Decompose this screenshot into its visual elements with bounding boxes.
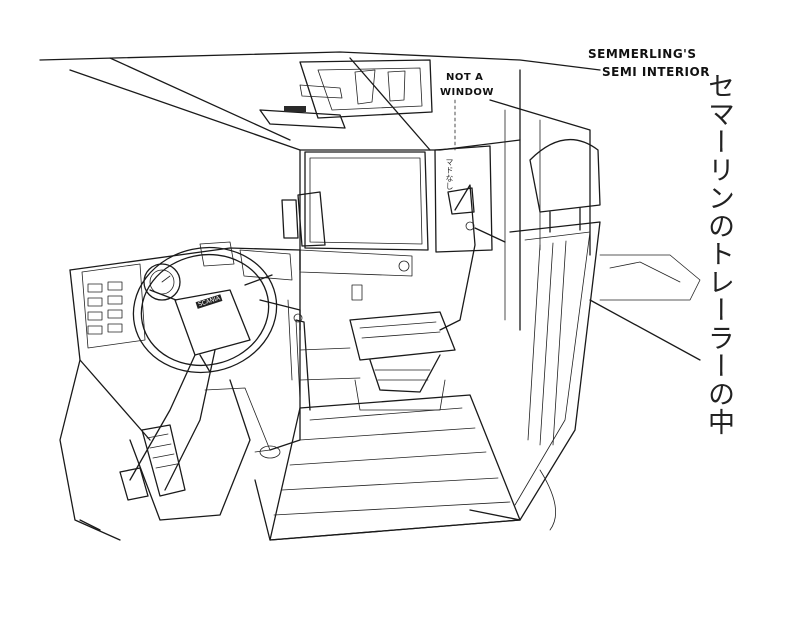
seat-icon	[254, 138, 601, 541]
note-line-1: Not a	[446, 72, 484, 83]
seat-icon	[349, 184, 476, 411]
caption-title-line-2: Semi Interior	[602, 65, 710, 79]
windshield	[281, 151, 429, 277]
caption-title-line-1: Semmerling's	[588, 47, 697, 61]
roof-frame	[39, 51, 601, 271]
steering-wheel-icon	[129, 246, 278, 491]
window-scribble: マドなし	[445, 158, 454, 190]
floor	[79, 347, 361, 531]
note-line-2: window	[440, 87, 494, 98]
lower-dash	[59, 299, 301, 541]
dashboard	[69, 241, 301, 441]
fake-window-panel	[434, 99, 493, 253]
cabin-rear-wall	[489, 69, 701, 361]
speedometer-icon	[143, 263, 181, 301]
japanese-vertical-caption: セマーリンのトレーラーの中	[703, 72, 734, 436]
pedal-icon	[119, 424, 186, 501]
gear-lever	[293, 313, 311, 411]
